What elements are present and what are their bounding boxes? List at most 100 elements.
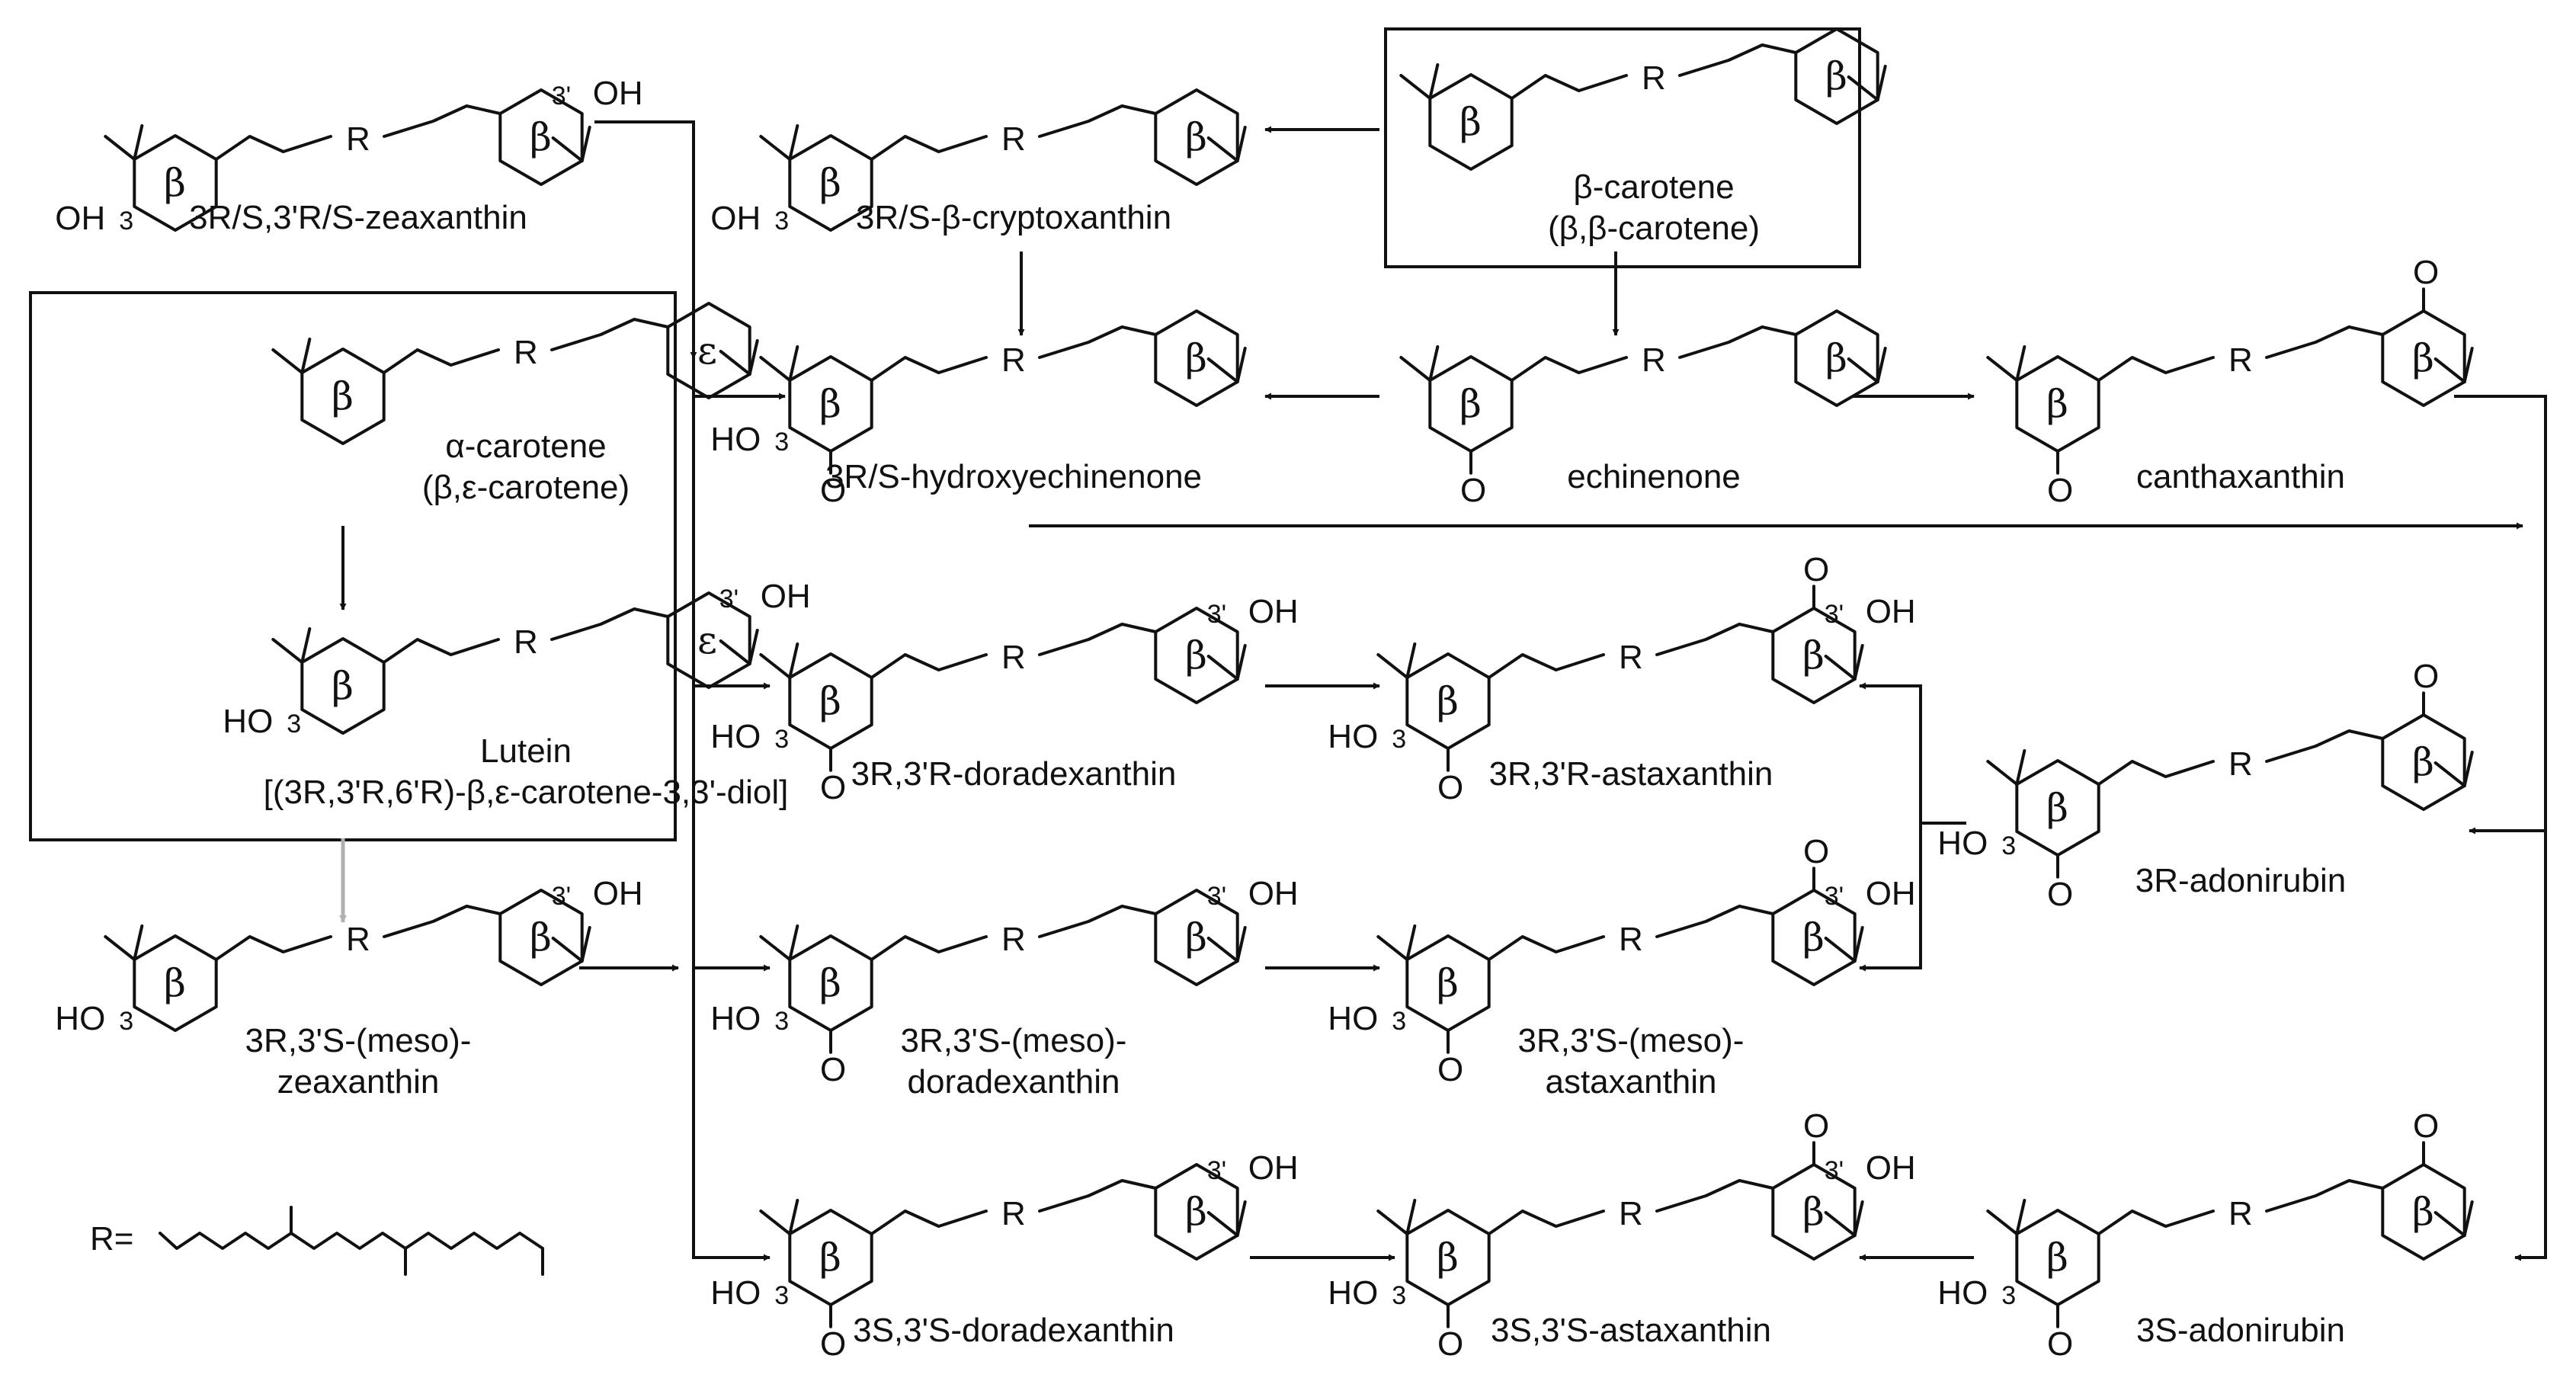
adonirubin_r-left-position: 3 [2001, 831, 2016, 860]
meso_doradexanthin-chain-left [870, 935, 988, 961]
doradexanthin_rr-right-hydroxyl: OH [1248, 593, 1299, 630]
alpha_carotene-right-methyl-b [748, 339, 759, 376]
cryptoxanthin-right-ring-label: β [1185, 115, 1207, 159]
astaxanthin_ss-right-hydroxyl: OH [1866, 1149, 1916, 1187]
hydroxyechinenone-left-position: 3 [774, 428, 789, 457]
hydroxyechinenone-left-keto-o: O [820, 472, 846, 509]
zeaxanthin_rs-left-methyl-b [133, 124, 144, 161]
doradexanthin_ss-right-methyl-a [1206, 1211, 1239, 1237]
adonirubin_s-right-ring-label: β [2412, 1190, 2434, 1234]
meso_doradexanthin-left-keto-o: O [820, 1051, 846, 1088]
meso_doradexanthin-left-ring-label: β [819, 961, 841, 1005]
astaxanthin_rr-left-methyl-a [1376, 653, 1409, 679]
zeaxanthin_rs-left-position: 3 [119, 207, 133, 236]
adonirubin_r-chain-left [2097, 760, 2215, 786]
doradexanthin_rr-left-ring-label: β [819, 679, 841, 723]
canthaxanthin-left-methyl-b [2015, 345, 2027, 382]
astaxanthin_rr-right-methyl-b [1853, 644, 1864, 681]
meso_astaxanthin-name: 3R,3'S-(meso)- [1518, 1022, 1745, 1059]
meso_zeaxanthin-name-line2: zeaxanthin [277, 1063, 440, 1101]
adonirubin_s-name: 3S-adonirubin [2136, 1312, 2345, 1349]
meso_doradexanthin-left-hydroxyl: HO [710, 1000, 761, 1037]
adonirubin_s-right-methyl-a [2433, 1211, 2466, 1237]
cryptoxanthin-left-hydroxyl: OH [710, 200, 761, 237]
meso_doradexanthin-name: 3R,3'S-(meso)- [901, 1022, 1127, 1059]
astaxanthin_ss-left-methyl-a [1376, 1210, 1409, 1235]
astaxanthin_ss-left-methyl-b [1405, 1199, 1417, 1235]
adonirubin_r-right-keto-o: O [2413, 658, 2439, 695]
r-chain-legend: R= [90, 1206, 544, 1276]
canthaxanthin-left-methyl-a [1986, 356, 2019, 382]
adonirubin_s-left-methyl-a [1986, 1210, 2019, 1235]
lutein-left-methyl-a [271, 638, 304, 664]
arrow-10 [692, 396, 771, 1261]
arrow-19 [1859, 823, 1922, 972]
canthaxanthin-right-methyl-a [2433, 357, 2466, 383]
alpha_carotene-chain-right [550, 318, 670, 351]
doradexanthin_ss-chain-r: R [1001, 1195, 1026, 1232]
hydroxyechinenone-right-methyl-b [1235, 347, 1247, 383]
canthaxanthin-left-keto-o: O [2047, 472, 2073, 509]
canthaxanthin-chain-r: R [2228, 341, 2253, 379]
doradexanthin_ss-chain-right [1038, 1179, 1158, 1213]
lutein-chain-left [382, 638, 500, 664]
doradexanthin_ss-right-hydroxyl: OH [1248, 1149, 1299, 1187]
adonirubin_s-right-methyl-b [2462, 1200, 2474, 1237]
zeaxanthin_rs-right-ring-label: β [530, 115, 552, 159]
adonirubin_s-chain-right [2265, 1179, 2385, 1213]
astaxanthin_rr-left-ring-label: β [1437, 679, 1459, 723]
meso_doradexanthin-right-methyl-a [1206, 937, 1239, 963]
cryptoxanthin-name: 3R/S-β-cryptoxanthin [856, 199, 1171, 236]
meso_astaxanthin-chain-r: R [1619, 921, 1643, 958]
astaxanthin_rr-chain-r: R [1619, 639, 1643, 676]
astaxanthin_rr-chain-left [1487, 653, 1605, 679]
meso_zeaxanthin-chain-left [214, 935, 332, 961]
beta_carotene-name: β-carotene [1573, 168, 1734, 206]
meso_zeaxanthin-right-ring-label: β [530, 915, 552, 960]
meso_doradexanthin-left-position: 3 [774, 1007, 789, 1036]
lutein-name-line2: [(3R,3'R,6'R)-β,ε-carotene-3,3'-diol] [264, 774, 789, 811]
astaxanthin_ss-right-ring-label: β [1802, 1190, 1825, 1234]
doradexanthin_rr-right-methyl-b [1235, 644, 1247, 681]
canthaxanthin-right-ring-label: β [2412, 336, 2434, 380]
meso_doradexanthin-right-hydroxyl: OH [1248, 875, 1299, 912]
astaxanthin_ss-name: 3S,3'S-astaxanthin [1491, 1312, 1771, 1349]
astaxanthin_rr-left-hydroxyl: HO [1328, 718, 1378, 755]
hydroxyechinenone-chain-right [1038, 325, 1158, 359]
beta_carotene-right-methyl-b [1876, 65, 1887, 101]
astaxanthin_rr-right-keto-o: O [1803, 551, 1829, 588]
meso_zeaxanthin-left-hydroxyl: HO [55, 1000, 105, 1037]
meso_doradexanthin-left-methyl-a [759, 935, 792, 961]
doradexanthin_rr-chain-right [1038, 623, 1158, 656]
alpha_carotene-chain-r: R [514, 334, 538, 371]
echinenone-name: echinenone [1567, 458, 1741, 495]
adonirubin_r-name: 3R-adonirubin [2135, 862, 2346, 899]
adonirubin_r-left-methyl-b [2015, 749, 2027, 786]
echinenone-left-ring-label: β [1459, 382, 1482, 426]
lutein-left-methyl-b [300, 627, 312, 664]
doradexanthin_rr-left-position: 3 [774, 725, 789, 754]
meso_astaxanthin-right-position: 3' [1825, 882, 1844, 911]
cryptoxanthin-left-ring-label: β [819, 161, 841, 205]
lutein-left-hydroxyl: HO [223, 703, 273, 740]
astaxanthin_ss-right-methyl-b [1853, 1200, 1864, 1237]
zeaxanthin_rs-right-methyl-a [551, 136, 584, 162]
cryptoxanthin-chain-right [1038, 104, 1158, 138]
cryptoxanthin-right-methyl-a [1206, 136, 1239, 162]
meso_astaxanthin-left-position: 3 [1392, 1007, 1406, 1036]
alpha_carotene-left-methyl-a [271, 348, 304, 374]
meso_astaxanthin-left-hydroxyl: HO [1328, 1000, 1378, 1037]
beta_carotene-chain-left [1510, 74, 1628, 100]
astaxanthin_rr-right-methyl-a [1824, 655, 1857, 681]
doradexanthin_rr-left-methyl-a [759, 653, 792, 679]
zeaxanthin_rs-name: 3R/S,3'R/S-zeaxanthin [189, 199, 527, 236]
meso_astaxanthin-name-line2: astaxanthin [1545, 1063, 1716, 1101]
